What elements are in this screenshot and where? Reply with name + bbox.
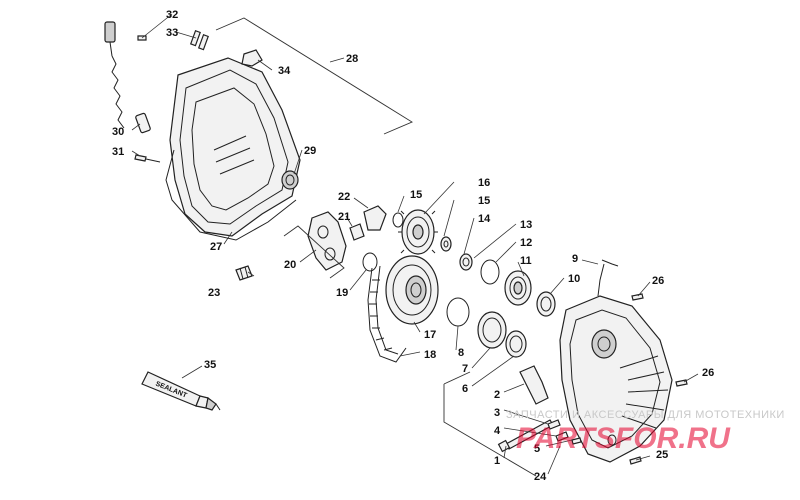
callout-12: 12 <box>520 237 532 249</box>
callout-15-second: 15 <box>478 195 490 207</box>
callout-33: 33 <box>166 27 178 39</box>
watermark: ЗАПЧАСТИ И АКСЕССУАРЫ ДЛЯ МОТОТЕХНИКИ PA… <box>506 409 785 455</box>
callout-27: 27 <box>210 241 222 253</box>
callout-30: 30 <box>112 126 124 138</box>
callout-29: 29 <box>304 145 316 157</box>
housing-bolts <box>497 293 688 465</box>
callout-22: 22 <box>338 191 350 203</box>
callout-35: 35 <box>204 359 216 371</box>
callout-6: 6 <box>462 383 468 395</box>
callout-26-second: 26 <box>702 367 714 379</box>
callout-5: 5 <box>534 443 540 455</box>
callout-14: 14 <box>478 213 491 225</box>
bearings-seals <box>477 270 556 358</box>
callout-13: 13 <box>520 219 532 231</box>
cable-dipstick <box>104 21 151 134</box>
callout-10: 10 <box>568 273 580 285</box>
watermark-tagline: ЗАПЧАСТИ И АКСЕССУАРЫ ДЛЯ МОТОТЕХНИКИ <box>506 409 785 421</box>
small-fasteners <box>134 35 161 163</box>
callout-19: 19 <box>336 287 348 299</box>
gearcase-housing <box>519 259 673 463</box>
washers-rings <box>362 212 500 327</box>
callout-18: 18 <box>424 349 436 361</box>
upper-sprocket <box>398 209 438 255</box>
callout-8: 8 <box>458 347 464 359</box>
callout-20: 20 <box>284 259 296 271</box>
callout-16: 16 <box>478 177 490 189</box>
drive-cover-assembly <box>165 29 301 241</box>
watermark-logo: PARTSFOR.RU <box>516 422 731 455</box>
callout-25: 25 <box>656 449 668 461</box>
callout-24: 24 <box>534 471 547 483</box>
callout-labels: 1 2 3 4 5 6 7 8 9 10 11 12 13 14 15 15 1… <box>112 9 714 483</box>
callout-15: 15 <box>410 189 422 201</box>
tensioner-bracket <box>235 205 387 281</box>
callout-26: 26 <box>652 275 664 287</box>
callout-2: 2 <box>494 389 500 401</box>
callout-34: 34 <box>278 65 291 77</box>
callout-17: 17 <box>424 329 436 341</box>
callout-28: 28 <box>346 53 358 65</box>
callout-32: 32 <box>166 9 178 21</box>
sealant-tube: SEALANT <box>141 371 221 411</box>
callout-1: 1 <box>494 455 500 467</box>
callout-7: 7 <box>462 363 468 375</box>
callout-11: 11 <box>520 255 532 267</box>
lower-sprocket <box>385 255 439 325</box>
drive-chain <box>367 265 407 363</box>
callout-31: 31 <box>112 146 124 158</box>
group-brackets <box>215 17 537 477</box>
callout-3: 3 <box>494 407 500 419</box>
callout-9: 9 <box>572 253 578 265</box>
callout-4: 4 <box>494 425 501 437</box>
callout-23: 23 <box>208 287 220 299</box>
callout-21: 21 <box>338 211 350 223</box>
leader-lines <box>131 13 699 475</box>
